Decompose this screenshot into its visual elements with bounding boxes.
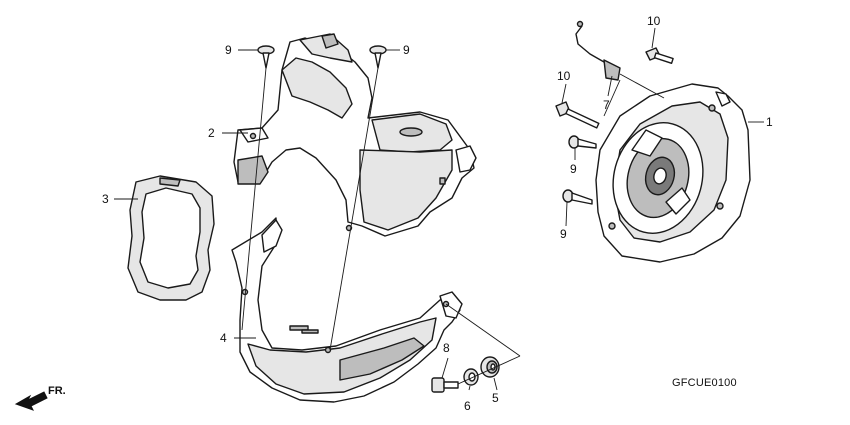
screw-9c bbox=[568, 135, 597, 149]
callout-5: 5 bbox=[492, 391, 499, 405]
front-label: FR. bbox=[48, 385, 66, 397]
callout-4: 4 bbox=[220, 331, 227, 345]
callout-10a: 10 bbox=[647, 14, 661, 28]
washer-6 bbox=[463, 368, 479, 386]
seal-gasket bbox=[127, 175, 215, 301]
callout-9b: 9 bbox=[403, 43, 410, 57]
callout-8: 8 bbox=[443, 341, 450, 355]
callout-9c: 9 bbox=[570, 162, 577, 176]
lower-fan-cover bbox=[231, 217, 463, 403]
callout-10b: 10 bbox=[557, 69, 571, 83]
bolt-10a bbox=[645, 47, 674, 65]
stop-switch-cable bbox=[575, 20, 621, 81]
diagram-code: GFCUE0100 bbox=[672, 377, 737, 389]
callout-2: 2 bbox=[208, 126, 215, 140]
callout-9d: 9 bbox=[560, 227, 567, 241]
front-arrow-icon bbox=[14, 391, 48, 411]
bolt-10b bbox=[555, 101, 600, 129]
bolt-8 bbox=[431, 377, 459, 393]
callouts: 1 2 3 4 5 6 7 8 9 9 9 9 10 10 bbox=[102, 14, 773, 413]
callout-6: 6 bbox=[464, 399, 471, 413]
callout-1: 1 bbox=[766, 115, 773, 129]
recoil-starter bbox=[595, 83, 751, 263]
leader-lines bbox=[114, 27, 764, 391]
front-direction-indicator: FR. bbox=[14, 385, 66, 411]
callout-7: 7 bbox=[603, 98, 610, 112]
callout-3: 3 bbox=[102, 192, 109, 206]
upper-fan-cover bbox=[233, 33, 477, 237]
screw-9b bbox=[369, 45, 387, 69]
screw-9a bbox=[257, 45, 275, 69]
callout-9a: 9 bbox=[225, 43, 232, 57]
screw-9d bbox=[562, 189, 593, 205]
